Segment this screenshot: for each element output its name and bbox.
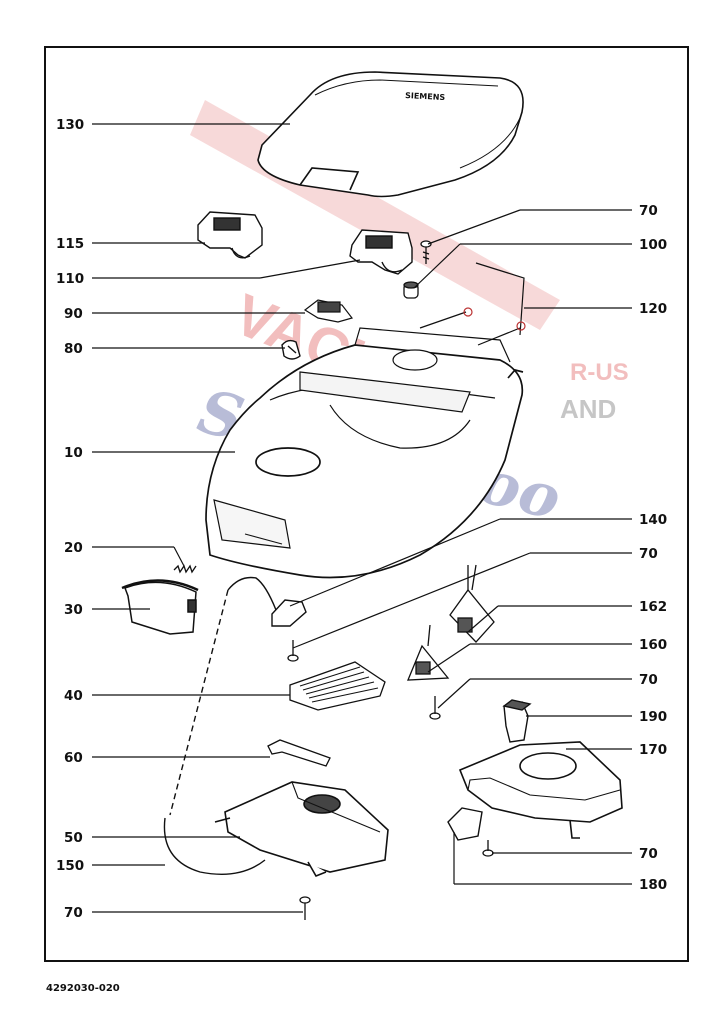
part-90-switch — [303, 299, 354, 323]
part-60-bar — [267, 739, 331, 767]
callout-labels: 130 115 110 90 80 10 20 30 40 60 50 150 … — [56, 117, 667, 921]
callout-100: 100 — [639, 237, 667, 253]
callout-20: 20 — [64, 540, 83, 556]
part-190-plug — [502, 699, 532, 743]
callout-150: 150 — [56, 858, 84, 874]
part-80-clip — [281, 339, 301, 360]
part-110-latch — [349, 229, 413, 275]
part-70-screw-mid — [287, 640, 299, 662]
callout-110: 110 — [56, 271, 84, 287]
callout-70-mid: 70 — [639, 546, 658, 562]
callout-190: 190 — [639, 709, 667, 725]
callout-10: 10 — [64, 445, 83, 461]
callout-70-bottom-right: 70 — [639, 846, 658, 862]
leader-lines — [92, 123, 632, 913]
part-120-bracket — [419, 262, 526, 346]
callout-30: 30 — [64, 602, 83, 618]
callout-180: 180 — [639, 877, 667, 893]
part-30-handle — [121, 579, 199, 635]
part-160-cable-holder — [407, 624, 450, 681]
callout-115: 115 — [56, 236, 84, 252]
callout-130: 130 — [56, 117, 84, 133]
part-70-screw-right — [429, 696, 441, 720]
callout-70-top: 70 — [639, 203, 658, 219]
part-70-screw-bottom-right — [482, 840, 494, 857]
part-70-screw-top — [420, 240, 432, 264]
callout-162: 162 — [639, 599, 667, 615]
callout-80: 80 — [64, 341, 83, 357]
part-150-hose — [163, 576, 277, 875]
callout-90: 90 — [64, 306, 83, 322]
part-20-spring — [173, 564, 197, 574]
callout-70-bottom-left: 70 — [64, 905, 83, 921]
callout-140: 140 — [639, 512, 667, 528]
watermark-suffix-bottom: AND — [560, 394, 616, 424]
part-170-motor-holder — [458, 741, 623, 839]
watermark-suffix-top: R-US — [570, 359, 629, 386]
callout-160: 160 — [639, 637, 667, 653]
document-code: 4292030-020 — [46, 983, 120, 994]
callout-50: 50 — [64, 830, 83, 846]
part-180-bracket — [447, 807, 483, 841]
callout-40: 40 — [64, 688, 83, 704]
part-140-clamp — [271, 599, 307, 627]
part-10-housing — [205, 327, 524, 579]
part-70-screw-bottom-left — [299, 896, 311, 920]
part-100-spacer — [403, 281, 419, 299]
part-162-cable-holder — [449, 564, 495, 643]
part-50-base — [214, 781, 389, 878]
lid-brand-marking: SIEMENS — [405, 91, 446, 102]
drawing-frame — [44, 46, 689, 962]
part-115-latch — [197, 211, 263, 259]
callout-70-right: 70 — [639, 672, 658, 688]
part-40-grille — [289, 661, 386, 711]
part-130-lid: SIEMENS — [257, 71, 524, 198]
callout-170: 170 — [639, 742, 667, 758]
callout-60: 60 — [64, 750, 83, 766]
callout-120: 120 — [639, 301, 667, 317]
